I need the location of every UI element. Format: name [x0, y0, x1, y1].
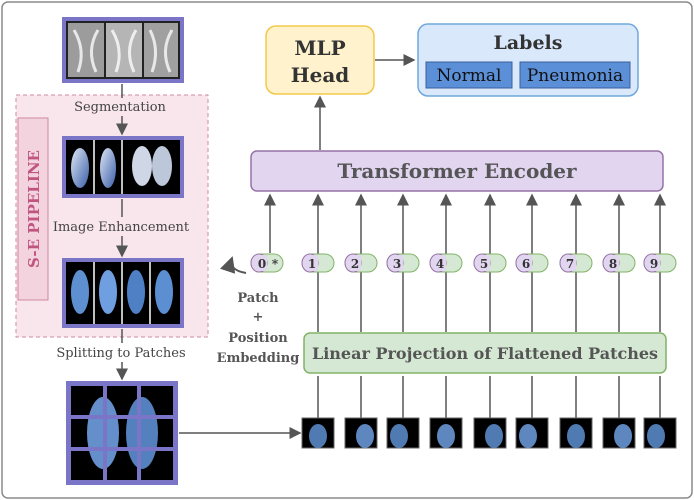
embedding-caption-line3: Position: [228, 331, 288, 346]
position-token: 4: [429, 253, 463, 273]
linear-projection-box: [303, 332, 667, 374]
token-index: 1: [308, 257, 316, 271]
position-token: 3: [386, 253, 420, 273]
token-index: 5: [480, 257, 488, 271]
token-index: 4: [436, 257, 444, 271]
token-index: 8: [609, 257, 617, 271]
transformer-encoder-box: [250, 150, 664, 192]
position-token: 5: [473, 253, 507, 273]
token-index: 6: [522, 257, 530, 271]
mlp-head-line1: MLP: [294, 36, 345, 60]
step-enhancement-label: Image Enhancement: [53, 220, 190, 235]
step-splitting-label: Splitting to Patches: [56, 346, 185, 361]
image-patch: [301, 376, 335, 449]
embedding-caption-line2: +: [253, 310, 264, 325]
class-token-curved-arrow: [219, 256, 247, 274]
position-token: 6: [515, 253, 549, 273]
image-patch: [429, 376, 463, 449]
position-token: 9: [643, 253, 677, 273]
position-token: 7: [559, 253, 593, 273]
labels-title: Labels: [494, 32, 563, 54]
position-token: 8: [602, 253, 636, 273]
enhanced-lung-images: [62, 258, 184, 328]
token-index: 7: [566, 257, 574, 271]
class-token-asterisk: *: [272, 257, 279, 271]
position-token: 2: [344, 253, 378, 273]
class-normal-label: Normal: [437, 66, 502, 86]
class-normal-box: [425, 61, 513, 89]
linear-projection-label: Linear Projection of Flattened Patches: [312, 344, 658, 363]
segmented-lung-images: [62, 136, 184, 198]
class-pneumonia-label: Pneumonia: [527, 66, 623, 86]
transformer-encoder-label: Transformer Encoder: [337, 159, 577, 183]
step-segmentation-label: Segmentation: [74, 100, 166, 115]
class-pneumonia-box: [519, 61, 631, 89]
token-index: 3: [393, 257, 401, 271]
token-index: 0: [258, 257, 266, 271]
image-patch: [386, 376, 420, 449]
image-patch: [515, 376, 549, 449]
mlp-head-line2: Head: [291, 63, 350, 87]
image-patch: [559, 376, 593, 449]
embedding-caption-line4: Embedding: [217, 351, 300, 366]
patch-grid-image: [66, 381, 178, 485]
image-patch: [344, 376, 378, 449]
class-token: 0 *: [250, 253, 284, 273]
embedding-caption-line1: Patch: [237, 291, 279, 306]
pipeline-label-box: [17, 117, 49, 301]
mlp-head-box: [265, 25, 375, 95]
image-patch: [602, 376, 636, 449]
token-index: 2: [351, 257, 359, 271]
token-index: 9: [650, 257, 658, 271]
original-xray-images: [62, 17, 184, 83]
image-patch: [473, 376, 507, 449]
image-patch: [643, 376, 677, 449]
pipeline-label: S-E PIPELINE: [25, 150, 43, 268]
position-token: 1: [301, 253, 335, 273]
